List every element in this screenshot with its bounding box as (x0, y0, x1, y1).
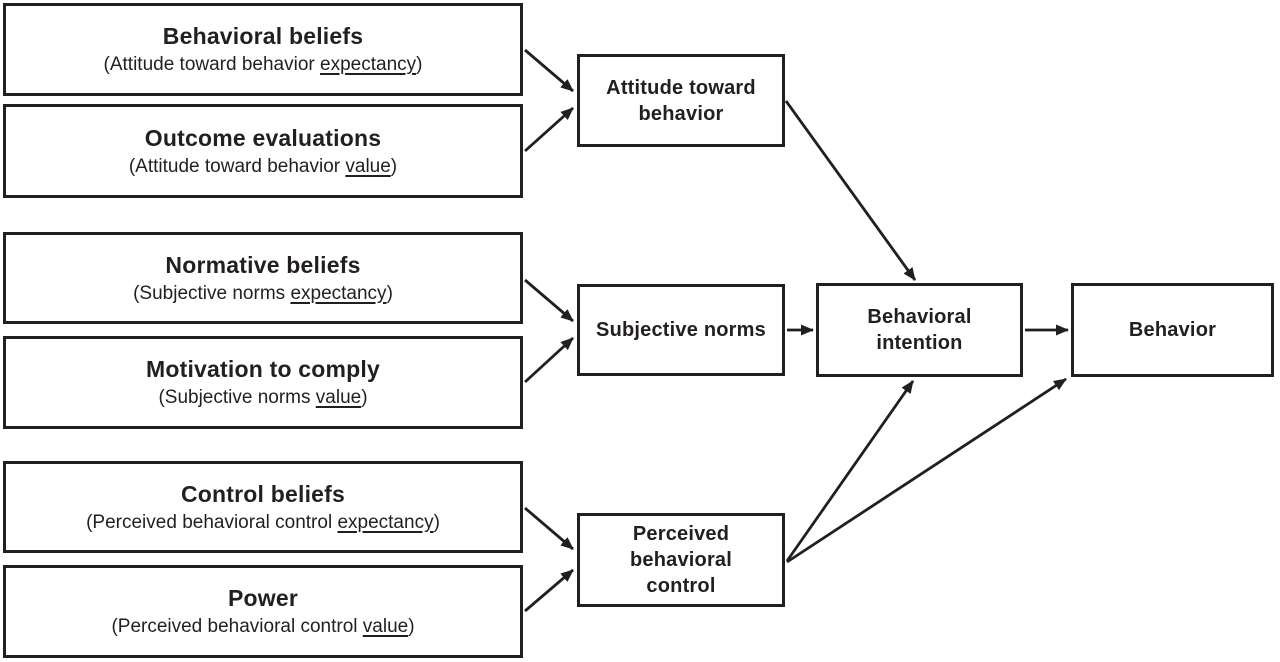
box-subtitle: (Perceived behavioral control value) (111, 613, 414, 640)
box-outcome-evaluations: Outcome evaluations (Attitude toward beh… (3, 104, 523, 198)
subtitle-prefix: (Subjective norms (158, 387, 316, 408)
arrow-pbc-to-behavioral-intention (785, 380, 915, 562)
subtitle-underlined-term: value (315, 387, 362, 408)
box-subjective-norms: Subjective norms (577, 284, 785, 376)
subtitle-underlined-term: expectancy (320, 54, 417, 75)
box-attitude-toward-behavior: Attitude toward behavior (577, 54, 785, 147)
subtitle-prefix: (Attitude toward behavior (103, 54, 321, 75)
box-title: Behavioral beliefs (162, 23, 364, 49)
subtitle-suffix: ) (433, 511, 440, 533)
subtitle-underlined-term: value (362, 616, 409, 637)
arrow-motivation-to-comply-to-subjective-norms (524, 336, 574, 384)
arrow-power-to-pbc (524, 568, 574, 613)
box-subtitle: (Subjective norms expectancy) (133, 280, 393, 307)
box-label-line: behavioral (629, 549, 733, 571)
subtitle-suffix: ) (416, 54, 423, 75)
box-label-line: Behavioral (867, 306, 972, 328)
box-title: Motivation to comply (146, 356, 380, 382)
arrow-control-beliefs-to-pbc (524, 506, 574, 551)
box-behavior: Behavior (1071, 283, 1274, 377)
box-title: Outcome evaluations (144, 124, 382, 151)
subtitle-suffix: ) (361, 387, 368, 408)
box-perceived-behavioral-control: Perceived behavioral control (577, 513, 785, 607)
box-label-line: control (646, 575, 716, 597)
subtitle-prefix: (Attitude toward behavior (128, 155, 346, 177)
subtitle-underlined-term: value (345, 155, 391, 177)
arrow-outcome-evaluations-to-attitude (524, 106, 574, 153)
subtitle-suffix: ) (408, 616, 415, 637)
box-title: Normative beliefs (165, 251, 361, 278)
subtitle-prefix: (Perceived behavioral control (111, 616, 363, 637)
arrow-pbc-to-behavior (786, 377, 1067, 564)
subtitle-prefix: (Perceived behavioral control (86, 511, 338, 533)
arrow-behavioral-beliefs-to-attitude (524, 48, 574, 93)
box-label-line: behavior (638, 102, 724, 125)
box-title: Power (227, 585, 299, 611)
box-control-beliefs: Control beliefs (Perceived behavioral co… (3, 461, 523, 553)
box-label-line: Subjective norms (596, 319, 766, 341)
arrow-normative-beliefs-to-subjective-norms (524, 278, 574, 323)
subtitle-prefix: (Subjective norms (133, 282, 291, 304)
box-subtitle: (Subjective norms value) (158, 384, 367, 411)
subtitle-suffix: ) (390, 155, 398, 177)
box-label-line: Behavior (1128, 319, 1217, 341)
subtitle-underlined-term: expectancy (290, 282, 387, 304)
box-normative-beliefs: Normative beliefs (Subjective norms expe… (3, 232, 523, 324)
arrow-attitude-to-behavioral-intention (784, 100, 917, 281)
box-behavioral-intention: Behavioral intention (816, 283, 1023, 377)
box-label-line: Attitude toward (606, 76, 756, 99)
subtitle-suffix: ) (386, 282, 393, 304)
box-subtitle: (Perceived behavioral control expectancy… (86, 509, 440, 536)
box-label-line: Perceived (632, 523, 730, 545)
box-label-line: intention (876, 332, 963, 354)
box-motivation-to-comply: Motivation to comply (Subjective norms v… (3, 336, 523, 429)
box-subtitle: (Attitude toward behavior expectancy) (104, 51, 423, 78)
box-power: Power (Perceived behavioral control valu… (3, 565, 523, 658)
box-title: Control beliefs (180, 480, 345, 507)
subtitle-underlined-term: expectancy (337, 511, 434, 533)
box-behavioral-beliefs: Behavioral beliefs (Attitude toward beha… (3, 3, 523, 96)
box-subtitle: (Attitude toward behavior value) (129, 153, 397, 180)
